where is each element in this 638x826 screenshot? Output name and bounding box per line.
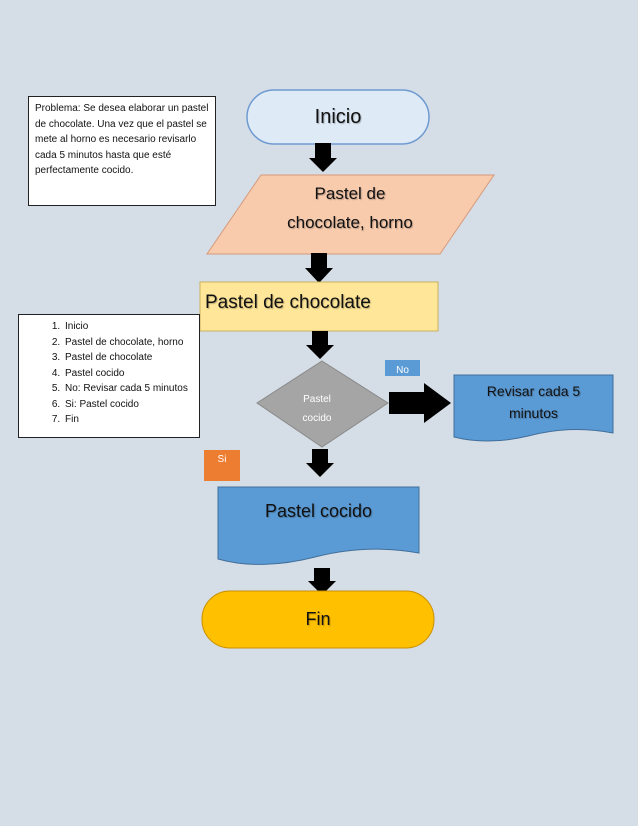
arrow-down-4 (306, 449, 334, 477)
arrow-down-5 (308, 568, 336, 595)
input-parallelogram (206, 174, 495, 255)
start-terminator (246, 89, 430, 145)
input-label-line1: Pastel de (314, 184, 386, 203)
arrow-right (389, 383, 451, 423)
problem-statement-box: Problema: Se desea elaborar un pastel de… (28, 96, 216, 206)
step-item: Si: Pastel cocido (63, 397, 193, 413)
end-label: Fin (305, 609, 331, 629)
decision-label-line2: cocido (302, 413, 332, 424)
yes-label: Si (217, 454, 227, 465)
result-document (217, 486, 420, 565)
steps-list: Inicio Pastel de chocolate, horno Pastel… (19, 319, 193, 428)
no-badge (385, 360, 420, 376)
step-item: No: Revisar cada 5 minutos (63, 381, 193, 397)
decision-label-line1: Pastel (303, 394, 331, 405)
step-item: Pastel de chocolate (63, 350, 193, 366)
yes-badge (204, 450, 240, 481)
no-branch-document (453, 374, 614, 442)
no-branch-label-line1: Revisar cada 5 (486, 383, 581, 399)
decision-diamond (256, 360, 389, 448)
arrow-down-1 (309, 143, 337, 172)
no-branch-label-line2: minutos (508, 405, 559, 421)
no-label: No (396, 365, 409, 376)
process-box (199, 281, 439, 332)
process-label: Pastel de chocolate (205, 292, 371, 313)
start-label: Inicio (314, 106, 362, 128)
arrow-down-2 (305, 253, 333, 283)
steps-list-box: Inicio Pastel de chocolate, horno Pastel… (18, 314, 200, 438)
input-label-line2: chocolate, horno (287, 213, 413, 232)
step-item: Fin (63, 412, 193, 428)
step-item: Pastel cocido (63, 366, 193, 382)
result-label: Pastel cocido (264, 501, 373, 521)
step-item: Pastel de chocolate, horno (63, 335, 193, 351)
problem-statement-text: Problema: Se desea elaborar un pastel de… (35, 103, 209, 176)
end-terminator (201, 590, 435, 649)
step-item: Inicio (63, 319, 193, 335)
arrow-down-3 (306, 331, 334, 359)
